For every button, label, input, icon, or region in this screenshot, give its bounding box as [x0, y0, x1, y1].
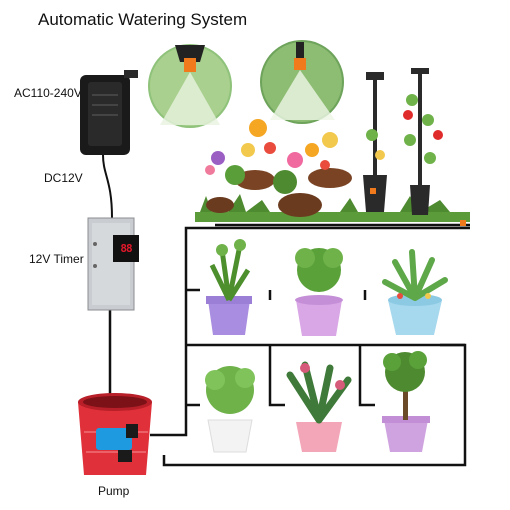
potted-plant-icon [206, 239, 252, 335]
tubing-network [102, 154, 470, 467]
mist-nozzle-icon [260, 40, 344, 124]
potted-plant-icon [382, 351, 430, 452]
potted-plant-icon [295, 248, 343, 336]
garden-scene-icon [195, 68, 470, 226]
timer-display: 88 [113, 235, 139, 262]
power-adapter-icon [80, 70, 138, 155]
potted-plant-icon [205, 366, 255, 453]
timer-box-icon [87, 217, 135, 311]
pump-label: Pump [98, 484, 130, 498]
potted-plant-icon [382, 249, 448, 335]
adapter-label: AC110-240V [14, 86, 82, 100]
mist-nozzle-icon [148, 44, 232, 128]
dc-label: DC12V [44, 171, 83, 185]
bucket-icon [78, 393, 152, 475]
page-title: Automatic Watering System [38, 10, 248, 29]
potted-plant-icon [286, 361, 352, 452]
timer-label: 12V Timer [29, 252, 84, 266]
pump-icon [96, 424, 138, 462]
